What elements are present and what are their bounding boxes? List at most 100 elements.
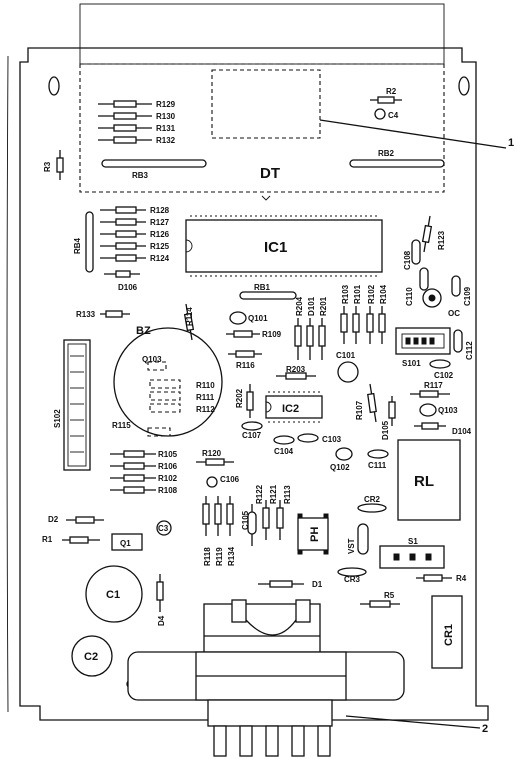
- r121-label: R121: [269, 484, 278, 504]
- r3-label: R3: [43, 161, 52, 172]
- d106-label: D106: [118, 283, 138, 292]
- ic1-right-parts: R123 C108 C110 C109 OC: [403, 215, 472, 318]
- q103a-label: Q103: [142, 355, 162, 364]
- cr1-label: CR1: [443, 624, 455, 646]
- c108-label: C108: [403, 250, 412, 270]
- r101-label: R101: [353, 284, 362, 304]
- r1-label: R1: [42, 535, 53, 544]
- rl-relay: RL: [397, 439, 461, 521]
- q103b-label: Q103: [438, 406, 458, 415]
- r107-label: R107: [355, 400, 364, 420]
- r102-label: R102: [367, 284, 376, 304]
- resistor-ladder-r124-r128: R128 R127 R126 R125 R124 D106: [100, 206, 170, 292]
- right-mid-parts: R107 R117 Q103 D104 D105: [355, 381, 472, 440]
- r124-label: R124: [150, 254, 170, 263]
- r120-label: R120: [202, 449, 222, 458]
- r111-label: R111: [196, 393, 215, 402]
- c102-label: C102: [434, 371, 454, 380]
- callout-2: 2: [482, 723, 488, 735]
- c2-label: C2: [84, 651, 98, 663]
- oc-label: OC: [448, 309, 460, 318]
- r114-label: R114: [185, 307, 194, 326]
- r116-label: R116: [236, 361, 255, 370]
- dt-module: DT 1: [79, 3, 514, 201]
- vertical-resistor-group: R118 R119 R134 C105 R122 R121 R113: [202, 484, 292, 566]
- r104-label: R104: [379, 284, 388, 304]
- rb2-label: RB2: [378, 149, 395, 158]
- lower-mid-caps: C107 C104 C103 Q102 C111: [241, 421, 389, 472]
- r126-label: R126: [150, 230, 170, 239]
- cr3-label: CR3: [344, 575, 361, 584]
- r110-label: R110: [196, 381, 215, 390]
- d2-label: D2: [48, 515, 59, 524]
- c106-label: C106: [220, 475, 240, 484]
- d104-label: D104: [452, 427, 472, 436]
- ic1-label: IC1: [264, 239, 287, 256]
- ic2-label: IC2: [282, 403, 299, 415]
- r102b-label: R102: [158, 474, 178, 483]
- s102-switch: S102: [53, 339, 91, 471]
- r3: R3: [43, 150, 64, 180]
- r5-label: R5: [384, 591, 395, 600]
- d105-label: D105: [381, 420, 390, 440]
- r106-label: R106: [158, 462, 178, 471]
- s1-label: S1: [408, 537, 418, 546]
- r4-label: R4: [456, 574, 467, 583]
- r129-label: R129: [156, 100, 176, 109]
- r119-label: R119: [215, 547, 224, 566]
- cr2-vst-s1: CR2 VST S1 CR3 R4: [337, 495, 467, 584]
- c107-label: C107: [242, 431, 262, 440]
- s101-connector: S101 C112 C102: [395, 327, 474, 380]
- ic2-area: R203 R202 IC2: [235, 365, 323, 423]
- d4-label: D4: [157, 615, 166, 626]
- rl-label: RL: [414, 473, 434, 490]
- board-outline: [6, 47, 489, 721]
- r130-label: R130: [156, 112, 176, 121]
- ph-component: PH: [297, 513, 329, 555]
- q1-label: Q1: [120, 539, 131, 548]
- r122-label: R122: [255, 484, 264, 504]
- r127-label: R127: [150, 218, 170, 227]
- c101-label: C101: [336, 351, 356, 360]
- c109-label: C109: [463, 286, 472, 306]
- s101-label: S101: [402, 359, 421, 368]
- d1-label: D1: [312, 580, 323, 589]
- resistor-ladder-r129-r132: R129 R130 R131 R132: [98, 100, 176, 145]
- c105-label: C105: [241, 510, 250, 530]
- c103-label: C103: [322, 435, 342, 444]
- q102-label: Q102: [330, 463, 350, 472]
- rb3-label: RB3: [132, 171, 149, 180]
- r108-label: R108: [158, 486, 178, 495]
- cr2-label: CR2: [364, 495, 381, 504]
- c110-label: C110: [405, 287, 414, 306]
- r204-label: R204: [295, 296, 304, 316]
- r105-label: R105: [158, 450, 178, 459]
- rb4-label: RB4: [73, 237, 82, 254]
- bz-label: BZ: [136, 325, 151, 337]
- r201-label: R201: [319, 296, 328, 316]
- c104-label: C104: [274, 447, 294, 456]
- r2-c4: R2 C4: [370, 87, 402, 120]
- resistor-bank-bars: RB3 RB2 RB1 RB4: [73, 149, 445, 300]
- c1-label: C1: [106, 589, 120, 601]
- r204-d101-r201: R204 D101 R201: [294, 296, 328, 360]
- big-caps: C1 C2 D4: [71, 565, 166, 677]
- r109-label: R109: [262, 330, 282, 339]
- r113-label: R113: [283, 485, 292, 504]
- r202-label: R202: [235, 388, 244, 408]
- r103-label: R103: [341, 284, 350, 304]
- bz-buzzer: BZ R114 Q103 R110 R111 R112 R115: [112, 303, 223, 437]
- r128-label: R128: [150, 206, 170, 215]
- r134-label: R134: [227, 546, 236, 566]
- q101-r109-r116: Q101 R109 R116: [226, 311, 282, 370]
- d1-r5-cr1: D1 R5 CR1: [258, 580, 463, 669]
- r120-c106: R120 C106: [196, 449, 240, 488]
- r112-label: R112: [196, 405, 215, 414]
- d101-label: D101: [307, 296, 316, 316]
- r101-r104-group: R103 R101 R102 R104: [340, 284, 388, 344]
- c101: C101: [336, 351, 359, 383]
- s102-label: S102: [53, 409, 62, 428]
- q101-label: Q101: [248, 314, 268, 323]
- c4-label: C4: [388, 111, 399, 120]
